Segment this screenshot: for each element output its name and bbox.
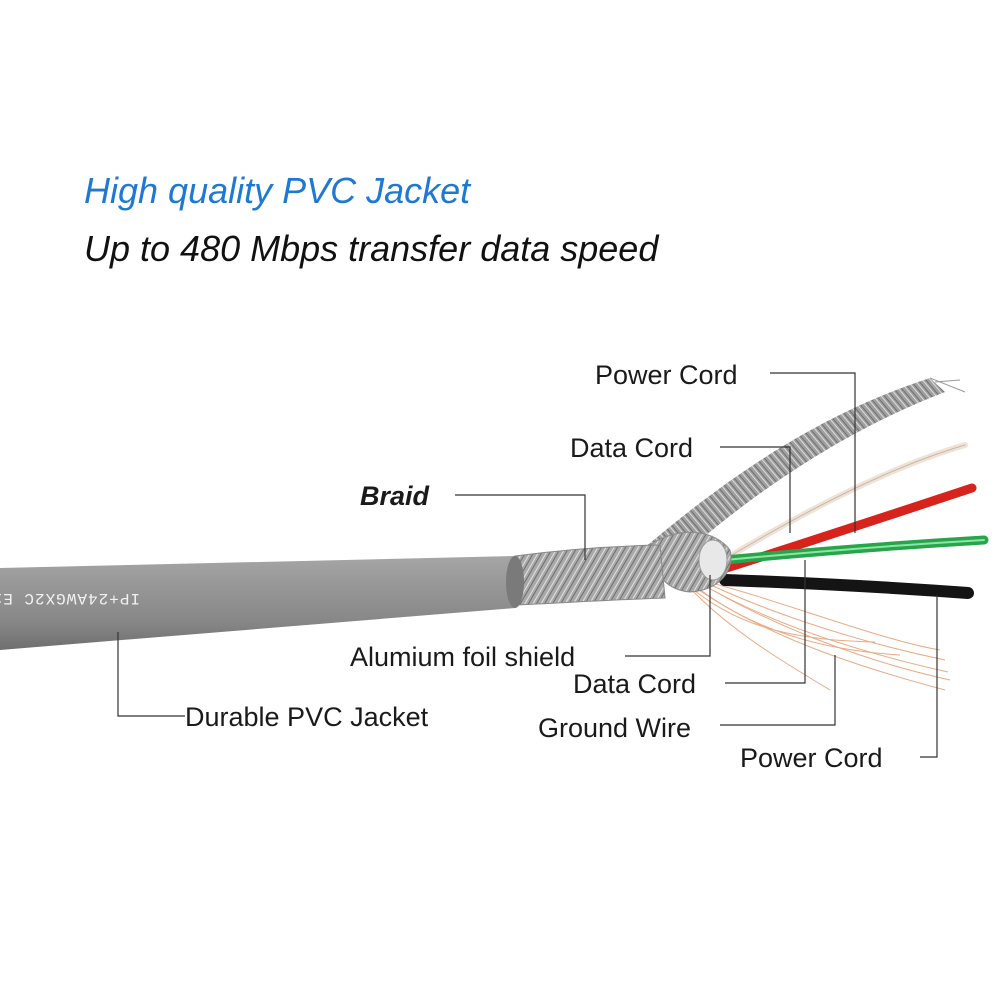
label-data-cord-top: Data Cord xyxy=(570,433,693,463)
headline-transfer-speed: Up to 480 Mbps transfer data speed xyxy=(84,228,659,269)
black-wire xyxy=(719,574,974,599)
label-ground-wire: Ground Wire xyxy=(538,713,691,743)
label-durable-pvc-jacket: Durable PVC Jacket xyxy=(185,702,429,732)
conductors xyxy=(712,442,989,599)
label-foil-shield: Alumium foil shield xyxy=(350,642,575,672)
leader-lines xyxy=(117,372,938,758)
label-power-cord-bottom: Power Cord xyxy=(740,743,883,773)
label-data-cord-bottom: Data Cord xyxy=(573,669,696,699)
jacket-print: IP+24AWGX2C E119932-T ᴙU xyxy=(0,589,140,607)
callouts: Power Cord Data Cord Braid Alumium foil … xyxy=(185,360,883,773)
foil-shield xyxy=(649,531,732,593)
pvc-jacket: IP+24AWGX2C E119932-T ᴙU xyxy=(0,556,524,650)
headline-pvc-jacket: High quality PVC Jacket xyxy=(84,170,471,211)
braid-section xyxy=(514,544,666,606)
label-braid: Braid xyxy=(360,481,430,511)
braid-flare xyxy=(630,377,966,575)
ground-wire-strands xyxy=(687,574,951,691)
label-power-cord-top: Power Cord xyxy=(595,360,738,390)
